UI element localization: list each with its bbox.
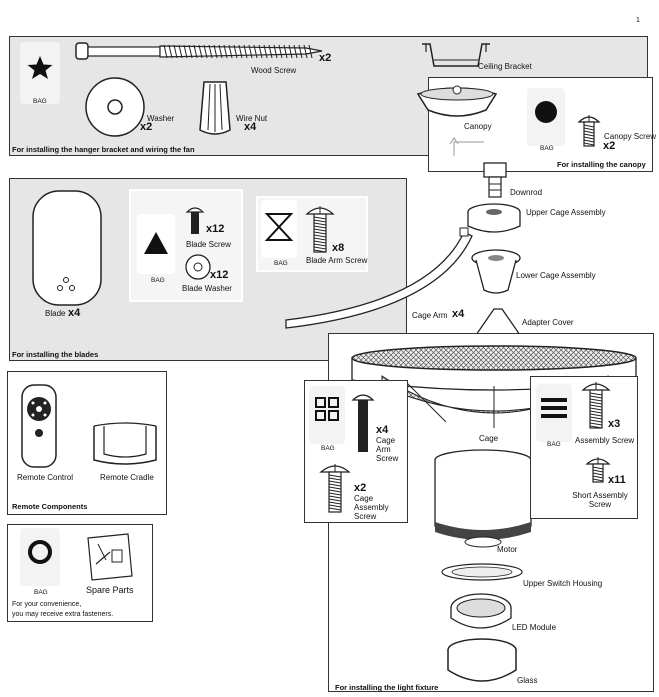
cage-bag-label: BAG — [321, 445, 335, 452]
washer-icon — [85, 77, 145, 137]
canopy-bag — [527, 88, 565, 146]
cage-arm-screw-qty: x4 — [376, 424, 389, 436]
glass-icon — [447, 638, 517, 682]
blade-screw-qty: x12 — [206, 223, 225, 235]
spare-bag — [20, 528, 60, 586]
canopy-screw-icon — [577, 115, 601, 147]
spare-note-line2: you may receive extra fasteners. — [12, 611, 114, 618]
arrow-up-icon — [449, 136, 484, 156]
blade-bag — [137, 214, 175, 274]
upper-cage-assembly-label: Upper Cage Assembly — [526, 208, 606, 217]
short-assembly-screw-label: Short Assembly Screw — [572, 491, 628, 509]
blade-screw-label: Blade Screw — [186, 240, 231, 249]
canopy-icon — [416, 85, 498, 117]
ceiling-bracket-label: Ceiling Bracket — [478, 62, 532, 71]
spare-note-line1: For your convenience, — [12, 601, 82, 608]
remote-cradle-label: Remote Cradle — [100, 473, 154, 482]
blade-washer-qty: x12 — [210, 269, 229, 281]
washer-qty: x2 — [140, 121, 153, 133]
canopy-screw-label: Canopy Screw — [604, 132, 657, 141]
cage-assembly-screw-icon — [319, 464, 351, 513]
lower-cage-assembly-label: Lower Cage Assembly — [516, 271, 596, 280]
cage-label: Cage — [479, 434, 499, 443]
remote-caption: Remote Components — [12, 502, 88, 511]
star-icon — [27, 56, 53, 79]
blade-arm-bag-label: BAG — [274, 260, 288, 267]
washer-label: Washer — [147, 114, 175, 123]
remote-control-icon — [21, 384, 57, 468]
ring-icon — [28, 540, 52, 564]
cage-arm-screw-label: Cage Arm Screw — [376, 436, 399, 463]
wood-screw-icon — [75, 42, 323, 60]
spare-parts-icon — [87, 533, 133, 581]
wire-nut-icon — [199, 81, 231, 135]
light-caption: For installing the light fixture — [335, 683, 439, 692]
blade-arm-bag — [261, 200, 297, 258]
circle-icon — [535, 101, 557, 123]
remote-cradle-icon — [93, 422, 157, 465]
adapter-cover-label: Adapter Cover — [522, 318, 574, 327]
cage-arm-screw-icon — [351, 394, 375, 452]
wire-nut-label: Wire Nut — [236, 114, 268, 123]
assembly-screw-qty: x3 — [608, 418, 621, 430]
canopy-caption: For installing the canopy — [557, 160, 646, 169]
blade-icon — [32, 190, 102, 306]
wood-screw-qty: x2 — [319, 52, 332, 64]
upper-switch-housing-icon — [441, 563, 523, 581]
blade-washer-icon — [185, 254, 211, 280]
hardware-bag — [20, 42, 60, 104]
blade-screw-icon — [185, 207, 205, 234]
motor-icon — [434, 449, 532, 548]
led-module-icon — [450, 593, 512, 629]
cage-arm-label: Cage Arm — [412, 311, 448, 320]
cage-bag — [309, 386, 345, 444]
assembly-bag — [536, 384, 572, 442]
blade-washer-label: Blade Washer — [182, 284, 232, 293]
blade-arm-screw-qty: x8 — [332, 242, 345, 254]
spare-parts-label: Spare Parts — [86, 585, 134, 595]
glass-label: Glass — [517, 676, 538, 685]
blade-bag-label: BAG — [151, 277, 165, 284]
lower-cage-assembly-icon — [471, 249, 521, 294]
wire-nut-qty: x4 — [244, 121, 257, 133]
spare-bag-label: BAG — [34, 589, 48, 596]
downrod-label: Downrod — [510, 188, 543, 197]
page-mark: 1 — [636, 17, 640, 24]
canopy-label: Canopy — [464, 122, 492, 131]
cage-arm-icon — [285, 227, 473, 329]
canopy-screw-qty: x2 — [603, 140, 616, 152]
blades-caption: For installing the blades — [12, 350, 99, 359]
remote-control-label: Remote Control — [17, 473, 74, 482]
canopy-bag-label: BAG — [540, 145, 554, 152]
blade-label: Blade — [45, 309, 66, 318]
upper-switch-housing-label: Upper Switch Housing — [523, 579, 603, 588]
short-assembly-screw-qty: x11 — [608, 474, 626, 486]
blade-qty: x4 — [68, 307, 81, 319]
motor-label: Motor — [497, 545, 518, 554]
wood-screw-label: Wood Screw — [251, 66, 297, 75]
led-module-label: LED Module — [512, 623, 557, 632]
short-assembly-screw-icon — [585, 457, 611, 483]
ceiling-bracket-icon — [422, 43, 490, 67]
cage-assembly-screw-label: Cage Assembly Screw — [354, 494, 389, 521]
hardware-bag-label: BAG — [33, 98, 47, 105]
downrod-icon — [483, 162, 507, 198]
cage-arm-qty: x4 — [452, 308, 465, 320]
hourglass-icon — [264, 213, 294, 241]
blade-arm-screw-label: Blade Arm Screw — [306, 256, 368, 265]
assembly-screw-icon — [581, 382, 611, 429]
hardware-caption: For installing the hanger bracket and wi… — [12, 145, 195, 154]
cage-assembly-screw-qty: x2 — [354, 482, 367, 494]
assembly-bag-label: BAG — [547, 441, 561, 448]
assembly-screw-label: Assembly Screw — [575, 436, 635, 445]
triangle-icon — [144, 232, 168, 254]
four-squares-icon — [315, 397, 339, 421]
upper-cage-assembly-icon — [467, 203, 521, 233]
three-bars-icon — [541, 398, 567, 418]
blade-arm-screw-icon — [305, 206, 335, 253]
